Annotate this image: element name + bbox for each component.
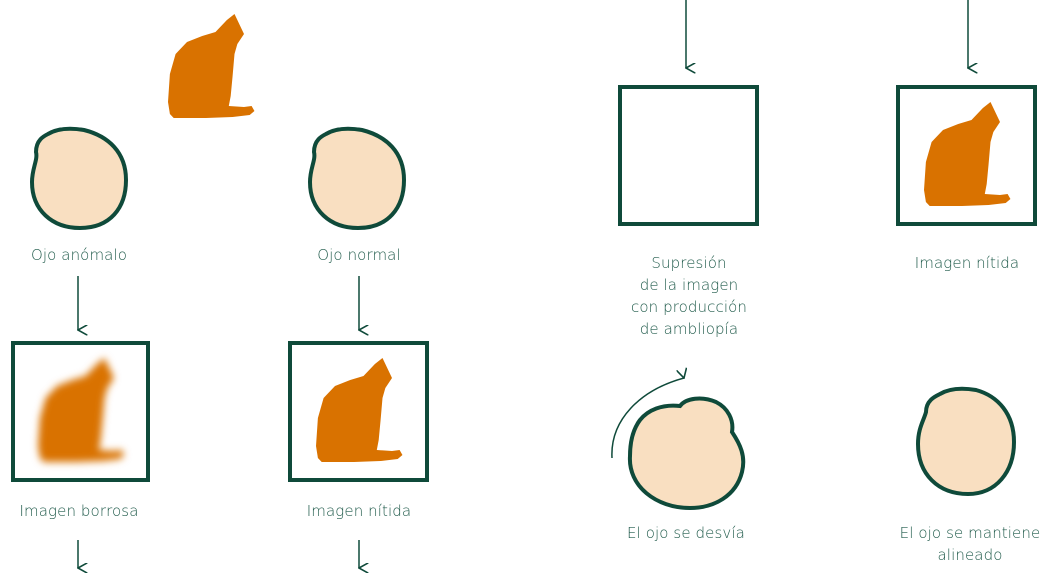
deviated-eye-icon [627, 396, 746, 511]
curved-arrow-icon [611, 378, 684, 459]
sharp-image-label-right: Imagen nítida [914, 254, 1020, 272]
abnormal-eye-label: Ojo anómalo [30, 246, 128, 264]
normal-eye-icon [307, 126, 407, 231]
suppression-label: Supresión de la imagen con producción de… [630, 254, 747, 338]
cat-icon [168, 14, 255, 118]
aligned-eye-icon [915, 386, 1017, 497]
sharp-image-label: Imagen nítida [306, 502, 412, 520]
deviated-eye-label: El ojo se desvía [627, 524, 745, 542]
aligned-eye-label: El ojo se mantiene alineado [899, 524, 1041, 564]
suppressed-image-frame [618, 85, 759, 226]
normal-eye-label: Ojo normal [317, 246, 401, 264]
abnormal-eye-icon [29, 126, 129, 231]
blurry-image-label: Imagen borrosa [19, 502, 139, 520]
